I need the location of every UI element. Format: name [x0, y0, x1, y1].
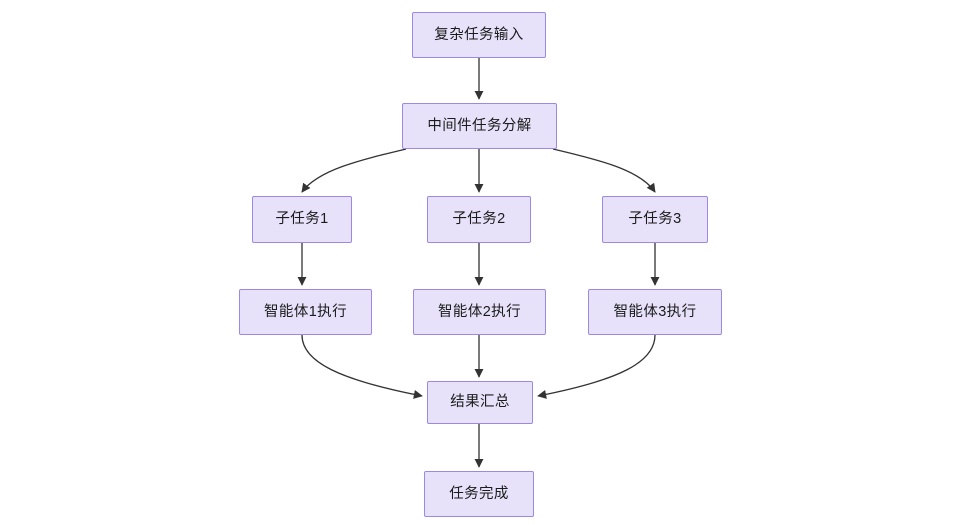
node-result-aggregate-label: 结果汇总 — [450, 394, 510, 411]
node-task-complete[interactable]: 任务完成 — [424, 471, 534, 517]
edge-split-to-sub1 — [301, 148, 407, 193]
node-input[interactable]: 复杂任务输入 — [412, 12, 546, 58]
node-agent-1[interactable]: 智能体1执行 — [239, 289, 372, 335]
node-subtask-2-label: 子任务2 — [452, 211, 506, 228]
node-agent-1-label: 智能体1执行 — [264, 303, 347, 320]
node-subtask-3[interactable]: 子任务3 — [602, 196, 708, 243]
node-result-aggregate[interactable]: 结果汇总 — [427, 381, 533, 424]
edge-split-to-sub3 — [552, 148, 656, 193]
node-agent-3-label: 智能体3执行 — [613, 303, 697, 320]
edge-agent3-to-result — [537, 334, 656, 399]
node-subtask-2[interactable]: 子任务2 — [427, 196, 531, 243]
node-middleware-split[interactable]: 中间件任务分解 — [402, 103, 557, 149]
node-subtask-1-label: 子任务1 — [275, 211, 329, 228]
edge-agent1-to-result — [301, 334, 423, 399]
node-subtask-3-label: 子任务3 — [628, 211, 682, 228]
node-agent-2[interactable]: 智能体2执行 — [413, 289, 546, 335]
node-subtask-1[interactable]: 子任务1 — [252, 196, 352, 243]
node-task-complete-label: 任务完成 — [449, 485, 509, 502]
node-middleware-split-label: 中间件任务分解 — [427, 117, 532, 134]
node-input-label: 复杂任务输入 — [434, 26, 524, 43]
node-agent-2-label: 智能体2执行 — [438, 303, 521, 320]
node-agent-3[interactable]: 智能体3执行 — [588, 289, 722, 335]
